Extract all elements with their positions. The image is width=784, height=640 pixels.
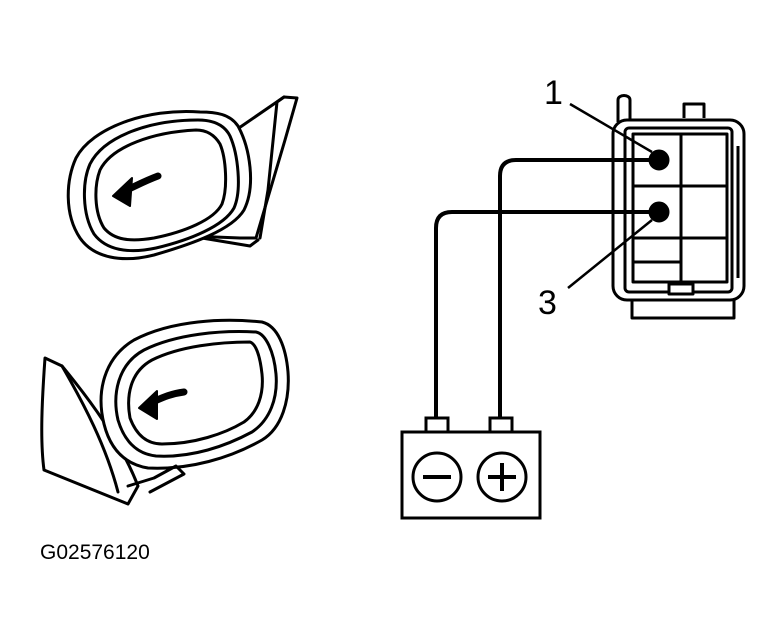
connector [611, 94, 746, 320]
terminal-1-leader [569, 102, 653, 154]
connector-top-tab [682, 102, 706, 118]
upper-mirror-rim [82, 118, 240, 253]
connector-foot [630, 300, 736, 320]
connector-latch [616, 94, 632, 122]
terminal-1-label: 1 [544, 74, 563, 112]
lower-mirror-housing [99, 318, 290, 470]
lower-mirror-rim [114, 330, 278, 458]
upper-mirror-mount-edge [258, 95, 286, 240]
terminal-3-label: 3 [538, 284, 557, 322]
lower-mirror [40, 318, 290, 506]
wire-positive-to-terminal-1 [498, 158, 659, 418]
upper-mirror [66, 95, 299, 261]
wire-negative-to-terminal-3 [434, 210, 659, 418]
lower-mirror-mount-edge [60, 364, 120, 494]
connector-key [667, 282, 695, 296]
upper-mirror-glass [94, 128, 228, 242]
lower-mirror-arrow-head [138, 390, 158, 420]
lower-mirror-arm [126, 464, 186, 494]
lower-mirror-glass [127, 340, 264, 446]
terminal-3-leader [567, 219, 653, 289]
figure-code: G02576120 [40, 541, 150, 564]
lower-mirror-mount [40, 356, 140, 506]
wires [434, 158, 659, 418]
battery [400, 416, 542, 520]
leader-lines [567, 102, 653, 289]
upper-mirror-mount-base [188, 234, 260, 248]
upper-mirror-arrow-head [112, 177, 133, 207]
